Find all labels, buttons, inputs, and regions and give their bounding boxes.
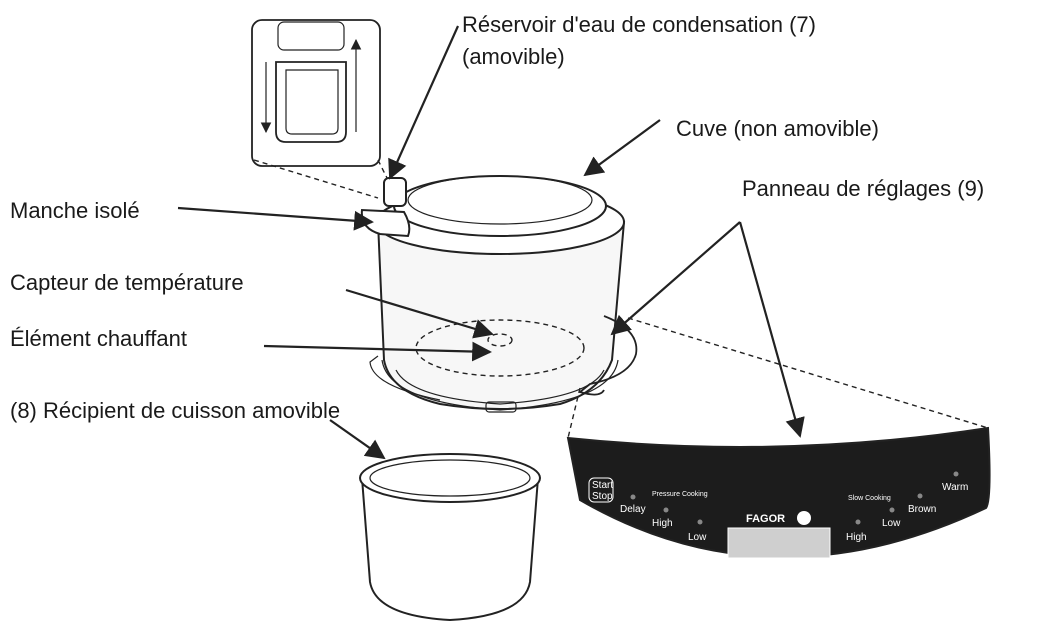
arrow-reservoir [388,25,460,180]
slow-low-label: Low [882,518,901,529]
arrow-panneau-base [610,221,741,336]
label-manche: Manche isolé [10,198,140,223]
cooker-body [360,175,638,413]
arrow-manche [177,206,374,231]
pressure-low-label: Low [688,532,707,543]
label-reservoir-line2: (amovible) [462,44,565,69]
control-panel: Start Stop Delay Pressure Cooking High L… [566,317,991,559]
arrow-element [263,341,492,362]
delay-label: Delay [620,504,646,515]
label-panneau: Panneau de réglages (9) [742,176,984,201]
pressure-high-label: High [652,518,673,529]
inset-guide-left [253,159,379,199]
arrow-capteur [345,288,494,339]
start-label: Start [592,480,613,491]
arrow-panneau-panel [738,221,805,438]
arrow-cuve [583,119,661,177]
brand-logo: FAGOR [746,513,785,525]
pressure-group-label: Pressure Cooking [652,491,708,498]
stop-label: Stop [592,491,613,502]
brown-label: Brown [908,504,936,515]
callout-arrows [177,25,805,460]
label-reservoir-line1: Réservoir d'eau de condensation (7) [462,12,816,37]
slow-high-label: High [846,532,867,543]
label-recipient: (8) Récipient de cuisson amovible [10,398,340,423]
lcd-display [727,527,831,559]
label-cuve: Cuve (non amovible) [676,116,879,141]
panel-buttons: Start Stop Delay Pressure Cooking High L… [588,471,968,559]
reservoir-inset [251,19,381,167]
labels: Réservoir d'eau de condensation (7) (amo… [10,12,984,423]
label-element: Élément chauffant [10,326,187,351]
warm-label: Warm [942,482,968,493]
removable-pot [359,453,541,622]
slow-group-label: Slow Cooking [848,495,891,502]
arrow-recipient [329,419,386,460]
label-capteur: Capteur de température [10,270,244,295]
